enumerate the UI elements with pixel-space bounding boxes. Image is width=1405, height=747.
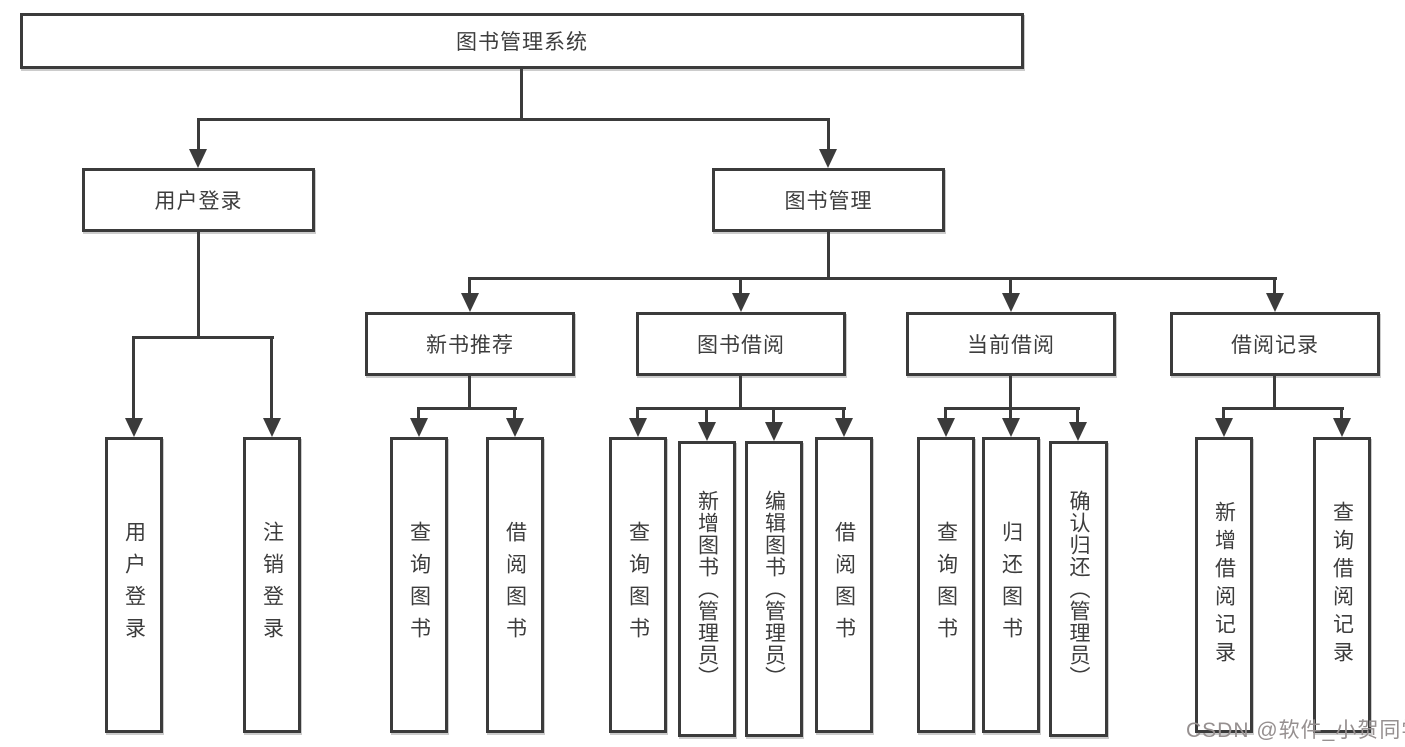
node-library-management-system: 图书管理系统: [20, 13, 1024, 69]
connector-line: [739, 277, 742, 294]
connector-line: [1273, 277, 1276, 294]
connector-line: [1273, 376, 1276, 407]
arrow-down-icon: [410, 418, 428, 437]
connector-line: [1222, 407, 1225, 419]
leaf-edit-book-admin: 编辑图书（管理员）: [745, 441, 803, 737]
connector-line: [1222, 407, 1344, 410]
node-label: 图书管理: [784, 190, 873, 213]
connector-line: [1009, 407, 1012, 419]
node-current-borrowing: 当前借阅: [906, 312, 1116, 376]
arrow-down-icon: [819, 149, 837, 168]
connector-line: [520, 69, 523, 118]
arrow-down-icon: [1266, 293, 1284, 312]
connector-line: [468, 277, 1277, 280]
arrow-down-icon: [1215, 418, 1233, 437]
node-label: 借阅记录: [1231, 334, 1319, 357]
node-book-management: 图书管理: [712, 168, 945, 232]
leaf-label: 用户登录: [122, 521, 146, 649]
arrow-down-icon: [506, 418, 524, 437]
arrow-down-icon: [698, 422, 716, 441]
arrow-down-icon: [125, 418, 143, 437]
connector-line: [827, 118, 830, 151]
arrow-down-icon: [1002, 418, 1020, 437]
leaf-recommend-query-book: 查询图书: [390, 437, 448, 733]
arrow-down-icon: [937, 418, 955, 437]
node-label: 新书推荐: [426, 334, 514, 357]
node-label: 当前借阅: [967, 334, 1055, 357]
leaf-label: 新增借阅记录: [1212, 501, 1236, 669]
node-borrowing-records: 借阅记录: [1170, 312, 1380, 376]
leaf-add-book-admin: 新增图书（管理员）: [678, 441, 736, 737]
leaf-borrowing-query-book: 查询图书: [609, 437, 667, 733]
node-label: 图书借阅: [697, 334, 785, 357]
leaf-add-borrow-record: 新增借阅记录: [1195, 437, 1253, 733]
leaf-recommend-borrow-book: 借阅图书: [486, 437, 544, 733]
node-label: 用户登录: [154, 190, 243, 213]
arrow-down-icon: [1002, 293, 1020, 312]
leaf-label: 归还图书: [999, 521, 1023, 649]
node-new-book-recommend: 新书推荐: [365, 312, 575, 376]
arrow-down-icon: [1069, 422, 1087, 441]
leaf-label: 确认归还（管理员）: [1067, 490, 1090, 688]
arrow-down-icon: [189, 149, 207, 168]
node-book-borrowing: 图书借阅: [636, 312, 846, 376]
connector-line: [1340, 407, 1343, 419]
leaf-label: 注销登录: [260, 521, 284, 649]
connector-line: [513, 407, 516, 419]
node-user-login: 用户登录: [82, 168, 315, 232]
arrow-down-icon: [765, 422, 783, 441]
leaf-return-book: 归还图书: [982, 437, 1040, 733]
csdn-watermark: CSDN @软件_小贺同学: [1186, 719, 1405, 742]
connector-line: [197, 232, 200, 336]
connector-line: [636, 407, 639, 419]
connector-line: [132, 336, 274, 339]
connector-line: [270, 336, 273, 419]
connector-line: [772, 407, 775, 423]
connector-line: [944, 407, 1080, 410]
leaf-current-query-book: 查询图书: [917, 437, 975, 733]
connector-line: [705, 407, 708, 423]
connector-line: [739, 376, 742, 407]
arrow-down-icon: [732, 293, 750, 312]
arrow-down-icon: [263, 418, 281, 437]
connector-line: [1009, 277, 1012, 294]
connector-line: [944, 407, 947, 419]
arrow-down-icon: [835, 418, 853, 437]
leaf-label: 编辑图书（管理员）: [762, 490, 786, 688]
leaf-label: 借阅图书: [503, 521, 527, 649]
arrow-down-icon: [1333, 418, 1351, 437]
leaf-label: 新增图书（管理员）: [695, 490, 719, 688]
leaf-label: 查询图书: [626, 521, 650, 649]
leaf-label: 查询借阅记录: [1330, 501, 1354, 669]
connector-line: [827, 232, 830, 277]
leaf-label: 查询图书: [407, 521, 431, 649]
connector-line: [1076, 407, 1079, 423]
connector-line: [132, 336, 135, 419]
connector-line: [468, 376, 471, 407]
connector-line: [468, 277, 471, 294]
connector-line: [842, 407, 845, 419]
connector-line: [417, 407, 420, 419]
connector-line: [636, 407, 846, 410]
node-label: 图书管理系统: [456, 31, 588, 54]
leaf-borrow-book: 借阅图书: [815, 437, 873, 733]
arrow-down-icon: [629, 418, 647, 437]
connector-line: [1009, 376, 1012, 407]
leaf-query-borrow-record: 查询借阅记录: [1313, 437, 1371, 733]
leaf-label: 借阅图书: [832, 521, 856, 649]
connector-line: [417, 407, 517, 410]
connector-line: [197, 118, 200, 151]
connector-line: [197, 118, 830, 121]
leaf-user-login: 用户登录: [105, 437, 163, 733]
leaf-confirm-return-admin: 确认归还（管理员）: [1049, 441, 1108, 737]
leaf-logout: 注销登录: [243, 437, 301, 733]
arrow-down-icon: [461, 293, 479, 312]
leaf-label: 查询图书: [934, 521, 958, 649]
